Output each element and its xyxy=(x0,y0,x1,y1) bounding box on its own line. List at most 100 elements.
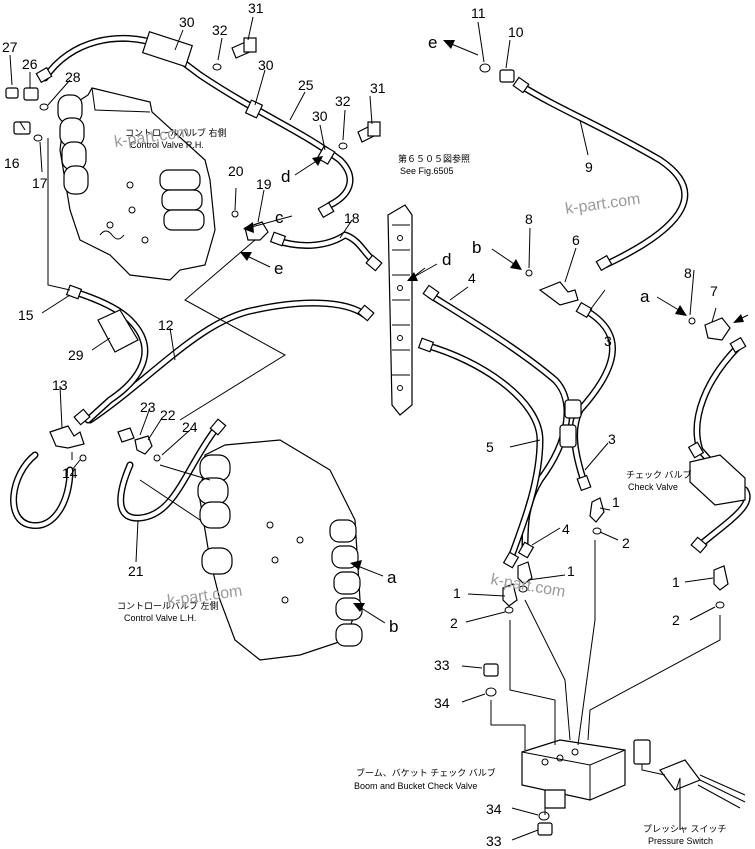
label-pressure-switch-jp: プレッシャ スイッチ xyxy=(643,824,727,834)
hose-21 xyxy=(117,426,219,522)
check-valve xyxy=(689,454,746,506)
callout-13: 13 xyxy=(52,377,68,393)
label-see-fig-en: See Fig.6505 xyxy=(400,166,454,176)
callout-9: 9 xyxy=(585,159,593,175)
callout-6: 6 xyxy=(572,232,580,248)
label-check-valve-jp: チェック バルブ xyxy=(626,469,692,480)
callout-2: 2 xyxy=(672,612,680,628)
callout-8: 8 xyxy=(684,265,692,281)
boom-bucket-check-valve xyxy=(521,739,626,809)
callout-33: 33 xyxy=(486,833,502,849)
callout-29: 29 xyxy=(68,347,84,363)
callout-3: 3 xyxy=(604,333,612,349)
callout-22: 22 xyxy=(160,407,176,423)
callout-30: 30 xyxy=(312,108,328,124)
label-pressure-switch-en: Pressure Switch xyxy=(648,836,713,846)
callout-32: 32 xyxy=(212,22,228,38)
fitting-10 xyxy=(499,69,515,83)
pressure-switch xyxy=(633,739,746,809)
plug-33-b xyxy=(537,822,553,836)
plug-27 xyxy=(5,87,19,99)
callout-1: 1 xyxy=(567,563,575,579)
callout-34: 34 xyxy=(486,801,502,817)
callout-30: 30 xyxy=(258,57,274,73)
callout-1: 1 xyxy=(453,585,461,601)
letter-d: d xyxy=(281,167,290,186)
bolt-31-b xyxy=(357,121,381,143)
elbow-19 xyxy=(244,221,269,241)
plug-23 xyxy=(117,427,135,443)
o-rings xyxy=(33,63,725,821)
callout-20: 20 xyxy=(228,163,244,179)
callout-4: 4 xyxy=(562,521,570,537)
control-valve-lh xyxy=(197,439,363,661)
callout-34: 34 xyxy=(434,695,450,711)
callout-32: 32 xyxy=(335,93,351,109)
elbow-1-c xyxy=(502,583,518,607)
callout-2: 2 xyxy=(450,615,458,631)
letter-e: e xyxy=(428,33,437,52)
callout-numbers: 30 31 32 30 25 31 32 30 27 26 28 16 17 2… xyxy=(2,0,718,849)
callout-7: 7 xyxy=(710,283,718,299)
callout-33: 33 xyxy=(434,657,450,673)
callout-24: 24 xyxy=(182,419,198,435)
letter-b: b xyxy=(472,238,481,257)
callout-30: 30 xyxy=(179,14,195,30)
callout-11: 11 xyxy=(471,5,486,21)
leader-lines xyxy=(9,16,717,841)
clamp-30-c xyxy=(316,145,336,165)
letter-d: d xyxy=(442,250,451,269)
clamp-30-a xyxy=(141,30,194,68)
control-valve-rh xyxy=(57,87,216,281)
callout-1: 1 xyxy=(612,494,620,510)
letter-references: e d c e d b a a b xyxy=(274,33,650,636)
component-labels: コントロールバルブ 右側 Control Valve R.H. 第６５０５図参照… xyxy=(117,127,727,846)
fitting-16 xyxy=(13,121,31,135)
label-control-valve-rh-en: Control Valve R.H. xyxy=(130,140,204,150)
tee-13 xyxy=(49,425,85,449)
callout-12: 12 xyxy=(158,317,174,333)
hose-18 xyxy=(271,231,379,266)
letter-b: b xyxy=(389,617,398,636)
callout-15: 15 xyxy=(18,307,34,323)
elbow-1-a xyxy=(589,497,605,523)
callout-25: 25 xyxy=(298,77,314,93)
label-see-fig-jp: 第６５０５図参照 xyxy=(398,153,470,164)
fittings xyxy=(35,66,747,569)
callout-4: 4 xyxy=(468,270,476,286)
callout-31: 31 xyxy=(370,80,386,96)
callout-28: 28 xyxy=(65,69,81,85)
clamp-29 xyxy=(97,309,139,353)
callout-17: 17 xyxy=(32,175,48,191)
hose-9 xyxy=(516,81,689,269)
callout-27: 27 xyxy=(2,39,18,55)
letter-c: c xyxy=(275,208,284,227)
callout-10: 10 xyxy=(508,24,524,40)
label-control-valve-rh-jp: コントロールバルブ 右側 xyxy=(125,127,227,138)
letter-a: a xyxy=(387,568,397,587)
tube-joint xyxy=(559,399,582,448)
elbow-1-b xyxy=(517,561,533,585)
callout-26: 26 xyxy=(22,56,38,72)
label-boom-bucket-jp: ブーム、バケット チェック バルブ xyxy=(356,767,496,778)
callout-14: 14 xyxy=(62,465,78,481)
direction-arrows xyxy=(240,40,749,624)
callout-1: 1 xyxy=(672,574,680,590)
hose-12 xyxy=(86,299,369,424)
label-control-valve-lh-en: Control Valve L.H. xyxy=(124,613,196,623)
hose-15 xyxy=(71,288,149,424)
guide-lines xyxy=(47,138,721,815)
hose-right xyxy=(693,341,751,549)
elbow-22 xyxy=(134,435,153,455)
callout-21: 21 xyxy=(128,563,144,579)
elbow-7 xyxy=(704,317,731,341)
plug-33-a xyxy=(483,663,499,677)
letter-e: e xyxy=(274,259,283,278)
bracket-fig-6505 xyxy=(387,204,413,416)
hose-4 xyxy=(426,291,571,554)
callout-23: 23 xyxy=(140,399,156,415)
label-control-valve-lh-jp: コントロールバルブ 左側 xyxy=(117,600,219,611)
callout-16: 16 xyxy=(4,155,20,171)
elbow-6 xyxy=(538,281,579,306)
